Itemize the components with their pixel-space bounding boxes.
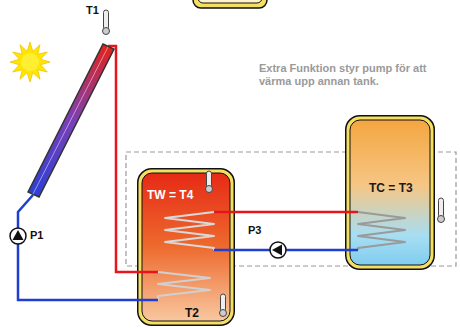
- pump-label: P1: [30, 229, 43, 242]
- cold-pipe: [18, 195, 139, 300]
- tank-inner: [198, 0, 262, 3]
- heat-coil: [158, 272, 210, 300]
- pump-body: [270, 242, 286, 258]
- pump-label: P3: [248, 224, 261, 237]
- collector-highlight: [33, 47, 108, 194]
- hot-pipe: [108, 46, 139, 272]
- sun-symbol: [10, 42, 50, 82]
- tank-inner: [350, 120, 430, 265]
- tank-label: TC = T3: [369, 181, 413, 195]
- tank-label: TW = T4: [147, 188, 193, 202]
- sensor-label: T1: [86, 4, 99, 17]
- heat-coil: [165, 212, 214, 250]
- hot-pipe: [214, 211, 235, 214]
- top-tank-edge: [193, 0, 267, 8]
- tank-border: [346, 116, 435, 270]
- thermometer-bulb: [103, 28, 110, 35]
- pump-symbol: [10, 228, 26, 244]
- thermometer-bulb: [206, 186, 213, 193]
- sun-disc: [21, 53, 39, 71]
- cold-pipe: [137, 299, 158, 302]
- sun-rays: [10, 42, 50, 82]
- thermometer-bulb: [438, 216, 445, 223]
- tank-border: [193, 0, 267, 8]
- thermometer-symbol: [220, 294, 227, 317]
- sensor-label: T2: [185, 306, 199, 320]
- storage-tank: TW = T4 T2: [137, 168, 235, 326]
- pump-arrow: [272, 245, 282, 256]
- thermometer-symbol: [206, 171, 213, 193]
- cold-pipe: [214, 249, 235, 252]
- pump-symbol: [270, 242, 286, 258]
- solar-collector: [28, 44, 114, 197]
- pump-arrow: [13, 230, 24, 240]
- note-text: Extra Funktion styr pump för att värma u…: [259, 62, 449, 88]
- thermometer-symbol: [438, 198, 445, 223]
- heat-coil: [358, 212, 405, 250]
- cold-pipe: [345, 249, 358, 252]
- pipe-connectors: [235, 212, 345, 250]
- pipe-connector: [235, 211, 345, 214]
- tank-border: [138, 169, 235, 326]
- thermometer-bulb: [220, 310, 227, 317]
- storage-tank: TC = T3: [345, 115, 435, 270]
- pump-body: [10, 228, 26, 244]
- pipe-connector: [235, 249, 345, 252]
- thermometer-symbol: [103, 10, 110, 35]
- hot-pipe: [137, 271, 158, 274]
- hot-pipe: [345, 211, 358, 214]
